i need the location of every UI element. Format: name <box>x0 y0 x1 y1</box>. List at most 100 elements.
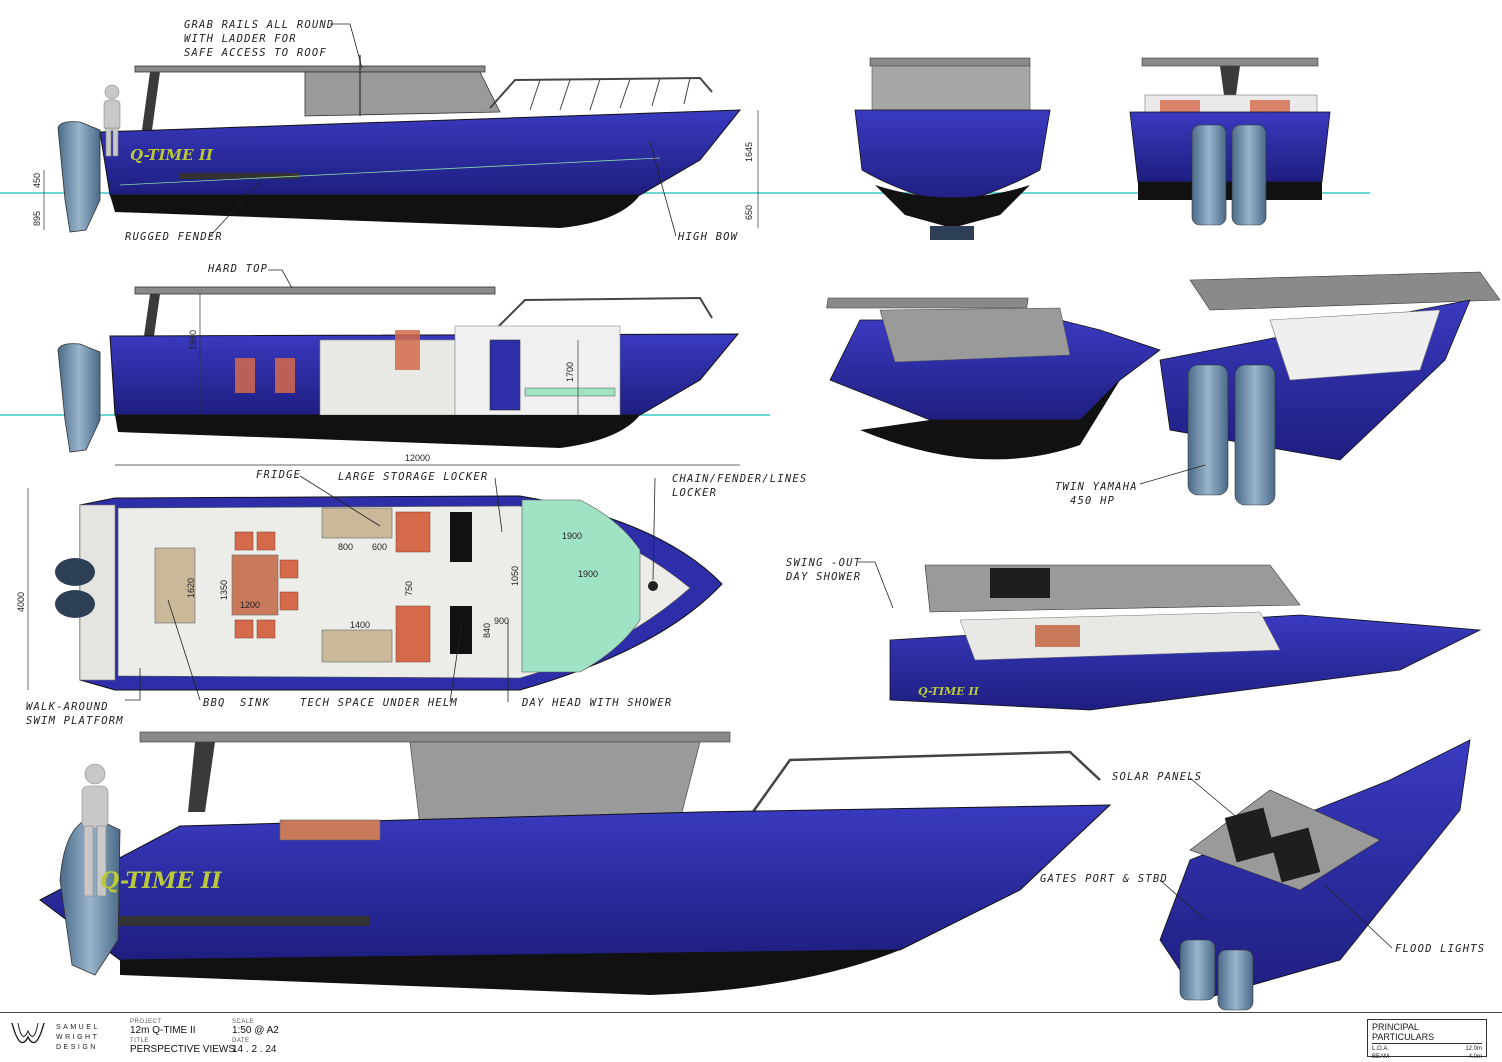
bbq-sink-unit <box>154 547 196 624</box>
brand-line-3: DESIGN <box>56 1044 98 1051</box>
solar-panel <box>990 568 1050 598</box>
perspective-stern-quarter: TWIN YAMAHA 450 HP <box>1055 271 1501 507</box>
plan-view: 4000 1620 1350 1200 800 600 750 1400 840… <box>16 469 807 727</box>
perspective-aft-elevated: Q-TIME II SWING -OUT DAY SHOWER <box>785 557 1482 711</box>
outboard-plan-port <box>55 558 95 586</box>
side-profile-section: 1950 1700 HARD TOP 12000 <box>0 263 770 466</box>
callout-flood-lights: FLOOD LIGHTS <box>1395 943 1485 955</box>
callout-swing-shower-2: DAY SHOWER <box>785 571 861 583</box>
figure-stern <box>81 763 109 897</box>
dim-4000: 4000 <box>16 592 26 612</box>
brand-line-2: WRIGHT <box>56 1034 100 1041</box>
solar-panel-top <box>1269 827 1321 883</box>
scale-label: SCALE <box>232 1019 255 1025</box>
callout-twin-yamaha-1: TWIN YAMAHA <box>1055 481 1138 493</box>
callout-tech-space: TECH SPACE UNDER HELM <box>300 697 458 709</box>
callout-gates: GATES PORT & STBD <box>1040 873 1168 885</box>
bow-rail <box>489 76 713 109</box>
dim-1350: 1350 <box>219 580 229 600</box>
bow-rail <box>494 296 713 331</box>
callout-walk-around-2: SWIM PLATFORM <box>26 715 124 727</box>
callout-with-ladder: WITH LADDER FOR <box>184 33 297 45</box>
dim-840: 840 <box>482 623 492 638</box>
loa-label: L.O.A. <box>1372 1046 1390 1052</box>
dim-1950: 1950 <box>188 330 198 350</box>
callout-high-bow: HIGH BOW <box>677 231 739 243</box>
callout-sink: SINK <box>240 697 270 709</box>
brand-logo: SAMUEL WRIGHT DESIGN <box>8 1017 118 1059</box>
hull-antifoul <box>110 195 640 228</box>
dim-800: 800 <box>338 542 353 552</box>
hull-name-main: Q-TIME II <box>100 868 222 894</box>
cabin-section <box>454 325 621 416</box>
dim-600: 600 <box>372 542 387 552</box>
title-block: SAMUEL WRIGHT DESIGN PROJECT 12m Q-TIME … <box>0 1012 1502 1062</box>
loa-value: 12.0m <box>1465 1046 1482 1052</box>
callout-chain-locker-2: LOCKER <box>672 487 717 499</box>
callout-bbq: BBQ <box>203 697 226 709</box>
callout-day-head: DAY HEAD WITH SHOWER <box>521 697 672 709</box>
title-value: PERSPECTIVE VIEWS <box>130 1044 236 1055</box>
solar-panel-top <box>1224 807 1276 863</box>
cockpit-section <box>319 339 456 416</box>
hard-top <box>134 65 486 73</box>
hull-name-label: Q-TIME II <box>130 146 214 164</box>
beam-value: 4.0m <box>1468 1054 1482 1060</box>
hull-name-aft: Q-TIME II <box>918 685 980 698</box>
figure-helmsman <box>103 84 121 157</box>
side-profile-exterior: Q-TIME II 450 895 1645 650 GRAB RAILS AL… <box>0 19 840 243</box>
outboard-stern-port <box>1191 124 1227 226</box>
outboard-perspective-stbd <box>1234 364 1276 506</box>
outboard-plan-stbd <box>55 590 95 618</box>
hard-top <box>134 286 496 295</box>
dim-900: 900 <box>494 616 509 626</box>
callout-solar-panels: SOLAR PANELS <box>1112 771 1202 783</box>
stern-view <box>1129 57 1331 226</box>
dim-895: 895 <box>32 211 42 226</box>
helm-seat-port <box>395 511 431 553</box>
bow-rail-main <box>738 750 1101 831</box>
dining-table <box>231 554 279 616</box>
dim-1400: 1400 <box>350 620 370 630</box>
date-label: DATE <box>232 1038 250 1044</box>
dim-1050: 1050 <box>510 566 520 586</box>
helm-seat <box>395 330 420 370</box>
dim-750: 750 <box>404 581 414 596</box>
dining-chairs <box>234 531 299 639</box>
outboard-perspective-port <box>1187 364 1229 496</box>
dim-450: 450 <box>32 173 42 188</box>
perspective-bow-quarter <box>826 297 1161 460</box>
dim-650: 650 <box>744 205 754 220</box>
day-head <box>450 606 472 654</box>
dim-1620: 1620 <box>186 578 196 598</box>
outboard-engine <box>57 121 101 233</box>
project-value: 12m Q-TIME II <box>130 1025 196 1036</box>
tech-space <box>450 512 472 562</box>
storage-locker <box>321 629 393 663</box>
anchor-winch <box>648 581 658 591</box>
beam-label: BEAM <box>1372 1054 1390 1060</box>
head-compartment <box>489 339 521 411</box>
date-value: 14 . 2 . 24 <box>232 1044 277 1055</box>
brand-line-1: SAMUEL <box>56 1024 100 1031</box>
callout-chain-locker-1: CHAIN/FENDER/LINES <box>672 473 807 485</box>
dim-1900-b: 1900 <box>578 569 598 579</box>
principal-particulars-box: PRINCIPAL PARTICULARS L.O.A. 12.0m BEAM … <box>1367 1019 1487 1060</box>
hull-antifoul <box>115 415 640 448</box>
fridge-unit <box>321 507 393 539</box>
cabin-glass <box>304 71 501 117</box>
rugged-fender-main <box>110 916 370 926</box>
callout-storage-locker: LARGE STORAGE LOCKER <box>338 471 488 483</box>
dim-1900-a: 1900 <box>562 531 582 541</box>
scale-value: 1:50 @ A2 <box>232 1025 279 1036</box>
title-label: TITLE <box>130 1038 149 1044</box>
callout-rugged-fender: RUGGED FENDER <box>125 231 223 243</box>
callout-swing-shower-1: SWING -OUT <box>786 557 861 569</box>
vberth <box>524 387 616 397</box>
dim-1645: 1645 <box>744 142 754 162</box>
callout-hard-top: HARD TOP <box>207 263 268 275</box>
dim-12000: 12000 <box>405 453 430 463</box>
brand-mark-icon <box>11 1022 45 1044</box>
perspective-main: Q-TIME II <box>39 731 1112 995</box>
